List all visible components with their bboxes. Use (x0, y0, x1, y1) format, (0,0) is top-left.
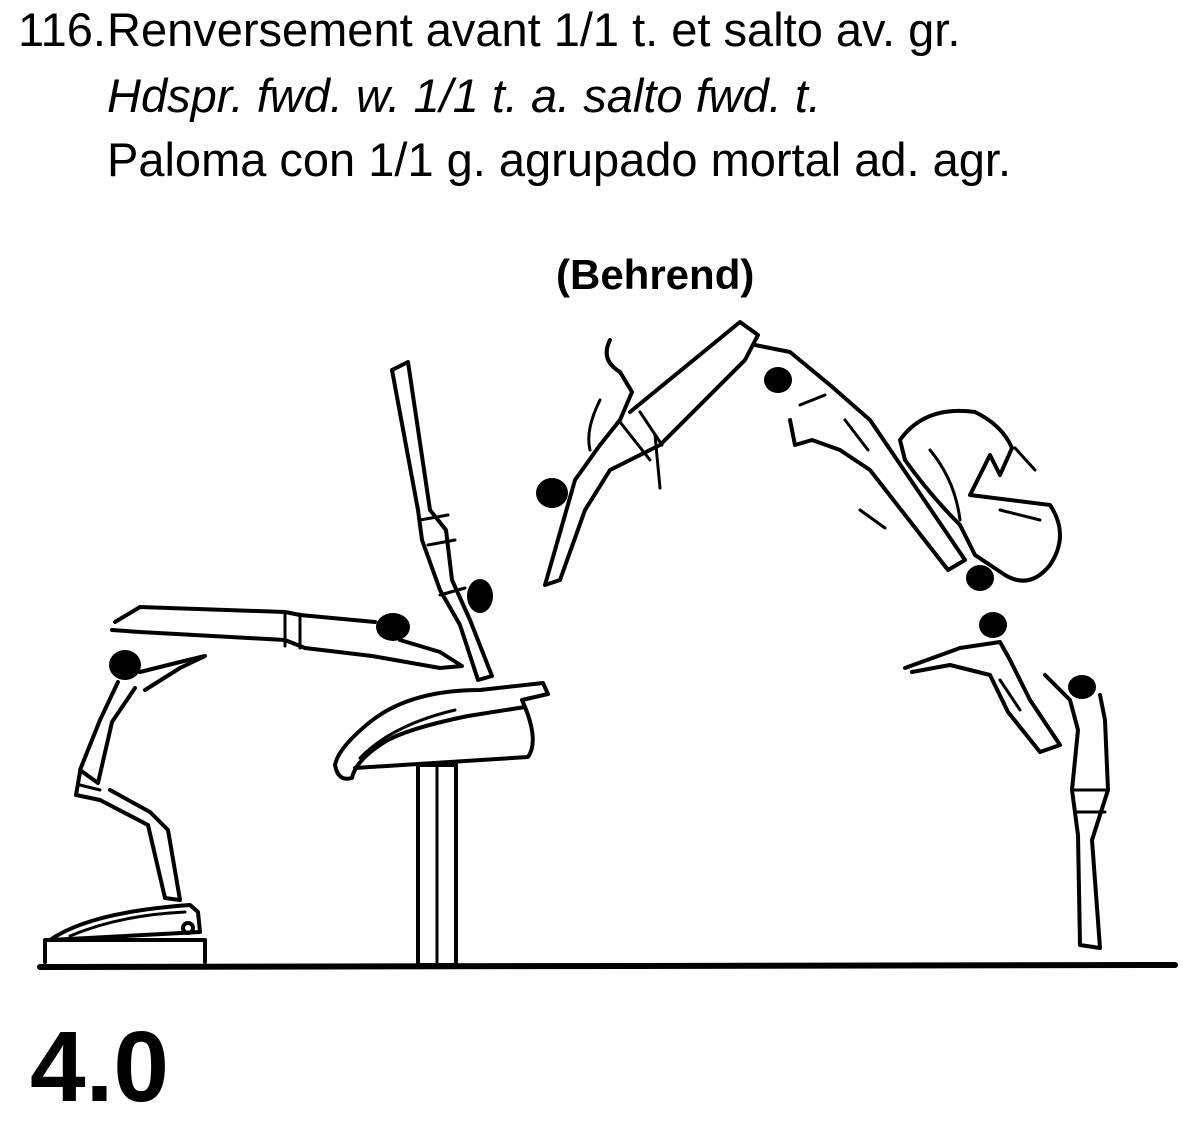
figure-first-flight (110, 605, 464, 670)
figure-salto-extended (753, 343, 967, 572)
floor-line (37, 962, 1178, 970)
figure-handstand (390, 360, 494, 682)
figure-landing-approach (903, 612, 1062, 754)
springboard (43, 903, 207, 964)
gymnast-name: (Behrend) (556, 251, 755, 298)
element-number: 116. (18, 3, 106, 56)
vaulting-table (333, 681, 550, 967)
figure-landing (1043, 673, 1110, 950)
element-name-french: Renversement avant 1/1 t. et salto av. g… (107, 3, 961, 56)
element-name-spanish: Paloma con 1/1 g. agrupado mortal ad. ag… (107, 133, 1012, 186)
figure-takeoff (74, 650, 207, 902)
figure-turn (536, 320, 760, 587)
difficulty-value: 4.0 (30, 1011, 170, 1123)
element-name-english: Hdspr. fwd. w. 1/1 t. a. salto fwd. t. (107, 69, 821, 122)
figure-salto-tucked (898, 408, 1062, 591)
